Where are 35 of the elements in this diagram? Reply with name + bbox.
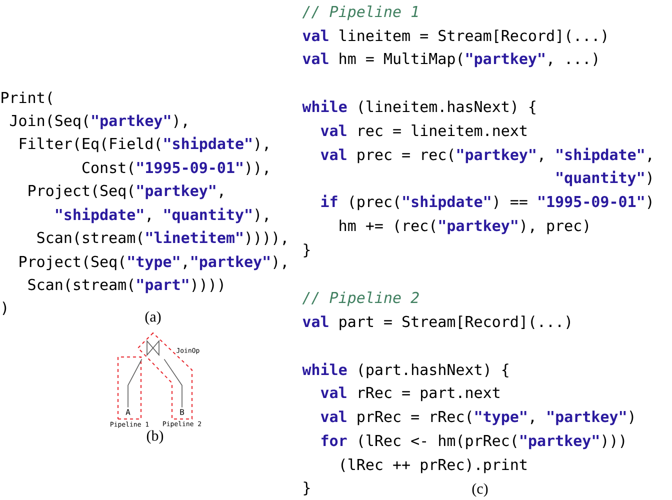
code-line: val lineitem = Stream[Record](...) — [302, 30, 606, 43]
leaf-label: A — [126, 409, 130, 415]
code-line: val rRec = part.next — [320, 386, 500, 402]
code-line: while (lineitem.hasNext) { — [302, 100, 536, 114]
code-line: "quantity") — [556, 170, 652, 186]
code-line: if (prec("shipdate") == "1995-09-01") — [321, 194, 652, 210]
code-line: } — [304, 482, 310, 496]
code-line: Project(Seq("partkey", — [28, 184, 222, 200]
code-line: for (lRec <- hm(prRec("partkey"))) — [322, 434, 624, 450]
code-line: val part = Stream[Record](...) — [302, 316, 570, 330]
code-line: val hm = MultiMap("partkey", ...) — [302, 52, 598, 68]
code-line: "shipdate", "quantity"), — [56, 208, 268, 224]
code-comment: // Pipeline 1 — [302, 6, 418, 20]
code-line: val prec = rec("partkey", "shipdate", — [320, 148, 651, 164]
subfigure-caption: (b) — [146, 430, 164, 444]
subfigure-caption: (c) — [472, 483, 488, 497]
code-line: Project(Seq("type","partkey"), — [20, 256, 286, 270]
code-line: ) — [2, 302, 6, 315]
code-line: Filter(Eq(Field("shipdate"), — [20, 136, 268, 152]
code-line: Print( — [2, 92, 52, 105]
subfigure-caption: (a) — [145, 311, 161, 325]
code-line: val prRec = rRec("type", "partkey") — [320, 410, 634, 426]
code-line: Join(Seq("partkey"), — [10, 114, 186, 130]
code-line: hm += (rec("partkey"), prec) — [340, 220, 588, 234]
code-line: val rec = lineitem.next — [320, 124, 526, 136]
code-line: (lRec ++ prRec).print — [341, 458, 526, 474]
code-line: Scan(stream("part")))) — [28, 278, 223, 294]
code-line: Scan(stream("linetitem")))), — [37, 230, 286, 246]
code-line: Const("1995-09-01")), — [82, 162, 268, 176]
code-comment: // Pipeline 2 — [302, 292, 419, 306]
code-line: while (part.hashNext) { — [302, 362, 508, 378]
code-line: } — [304, 244, 310, 258]
leaf-label: B — [180, 409, 184, 415]
connector-line — [164, 358, 182, 408]
join-symbol — [146, 340, 160, 356]
